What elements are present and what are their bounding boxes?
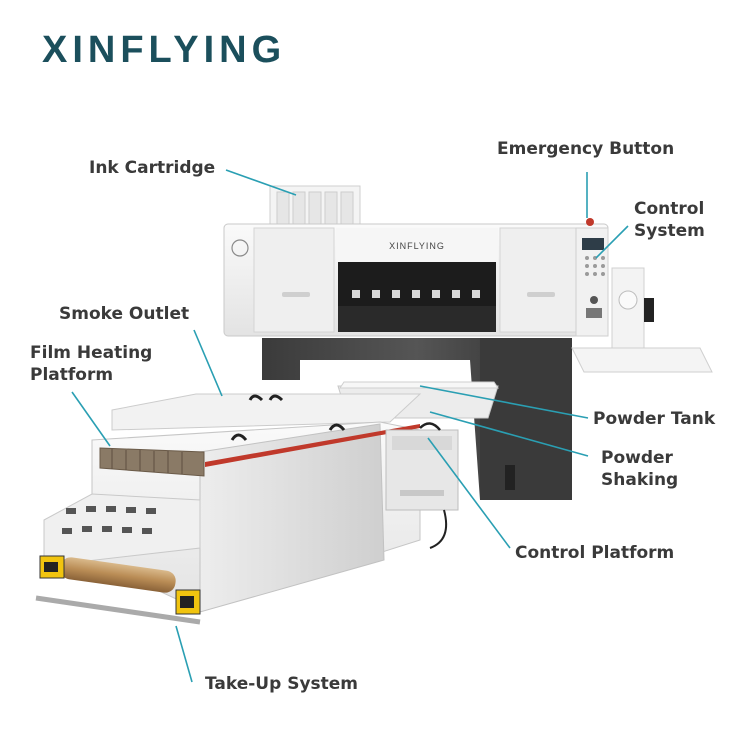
label-powder-shaking: Powder Shaking xyxy=(601,447,678,491)
label-control-platform-text: Control Platform xyxy=(515,543,675,563)
leader-lines xyxy=(71,169,629,683)
label-film-heating-line1: Film Heating xyxy=(30,343,153,363)
label-smoke-outlet-text: Smoke Outlet xyxy=(59,304,190,324)
front-panel-logo: XINFLYING xyxy=(389,241,445,251)
brand-logo-text: XINFLYING xyxy=(42,29,287,71)
label-film-heating-platform: Film Heating Platform xyxy=(30,342,152,386)
label-control-system: Control System xyxy=(634,198,705,242)
label-control-platform: Control Platform xyxy=(515,542,674,564)
label-ink-cartridge: Ink Cartridge xyxy=(89,157,215,179)
leader-control-system xyxy=(595,225,629,259)
powder-shaker xyxy=(35,381,499,625)
label-film-heating-line2: Platform xyxy=(30,365,114,385)
leader-powder-tank xyxy=(419,385,589,419)
control-box xyxy=(385,422,459,511)
label-powder-shaking-line1: Powder xyxy=(601,448,673,468)
leader-smoke-outlet xyxy=(193,329,223,397)
label-control-system-line1: Control xyxy=(634,199,705,219)
label-take-up-system: Take-Up System xyxy=(205,673,358,695)
label-control-system-line2: System xyxy=(634,221,705,241)
label-ink-cartridge-text: Ink Cartridge xyxy=(89,158,216,178)
label-emergency-button-text: Emergency Button xyxy=(497,139,675,159)
ink-cartridge-rack xyxy=(269,185,361,229)
take-up-roll xyxy=(35,555,201,625)
leader-powder-shaking xyxy=(429,411,589,457)
leader-take-up-system xyxy=(175,625,193,683)
leader-ink-cartridge xyxy=(225,169,297,196)
label-powder-tank-text: Powder Tank xyxy=(593,409,716,429)
control-panel xyxy=(575,227,609,337)
paper-holder xyxy=(571,267,713,373)
label-smoke-outlet: Smoke Outlet xyxy=(59,303,189,325)
label-emergency-button: Emergency Button xyxy=(497,138,674,160)
brand-logo: XINFLYING xyxy=(42,28,286,72)
label-take-up-system-text: Take-Up System xyxy=(205,674,359,694)
label-powder-tank: Powder Tank xyxy=(593,408,715,430)
leader-control-platform xyxy=(427,437,511,549)
leader-film-heating-platform xyxy=(71,391,111,447)
printer: XINFLYING xyxy=(223,185,713,500)
label-powder-shaking-line2: Shaking xyxy=(601,470,679,490)
emergency-button-shape xyxy=(586,218,594,226)
